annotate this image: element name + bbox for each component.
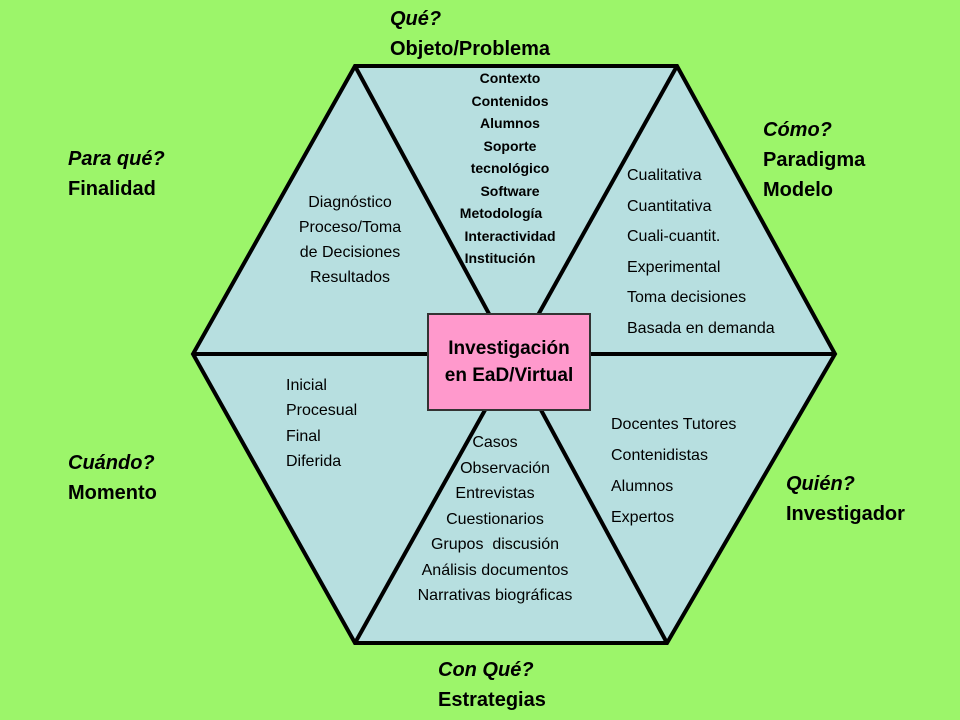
label-que: Qué? Objeto/Problema [390, 4, 550, 64]
segment-upper-right-item: Cualitativa [627, 167, 702, 184]
label-para-que-question: Para qué? [68, 148, 165, 170]
segment-lower-right-list: Docentes Tutores Contenidistas Alumnos E… [611, 409, 736, 533]
segment-upper-right-item: Experimental [627, 258, 721, 276]
label-para-que-answer: Finalidad [68, 178, 156, 200]
label-que-question: Qué? [390, 8, 442, 30]
segment-lower-right-item: Contenidistas [611, 447, 708, 464]
segment-top-item: Soporte [483, 137, 537, 154]
segment-lower-right-item: Expertos [611, 509, 675, 526]
label-como-answer-2: Modelo [763, 179, 833, 201]
segment-lower-left-list: Inicial Procesual Final Diferida [286, 373, 357, 474]
segment-upper-left-item: Resultados [309, 269, 391, 286]
segment-upper-left-item: de Decisiones [299, 244, 401, 261]
label-que-answer: Objeto/Problema [390, 38, 551, 60]
segment-top-item: Alumnos [480, 115, 540, 131]
label-para-que: Para qué? Finalidad [68, 144, 165, 204]
segment-top-item: Contexto [479, 70, 541, 86]
segment-upper-right-item: Basada en demanda [627, 319, 775, 337]
segment-top-item: Interactividad [464, 227, 556, 244]
segment-upper-left-item: Proceso/Toma [298, 219, 402, 236]
segment-upper-right-list: Cualitativa Cuantitativa Cuali-cuantit. … [627, 161, 775, 345]
segment-bottom-item: Entrevistas [455, 485, 535, 502]
segment-lower-left-item: Inicial [286, 377, 327, 394]
segment-bottom-item: Casos [472, 434, 518, 451]
segment-top-list: Contexto Contenidos Alumnos Soporte tecn… [440, 67, 580, 270]
segment-bottom-item: Análisis documentos [421, 561, 569, 579]
segment-upper-right-item: Cuantitativa [627, 197, 712, 215]
segment-bottom-item: Observación [460, 459, 550, 477]
segment-lower-right-item: Alumnos [611, 478, 674, 495]
label-cuando-question: Cuándo? [68, 452, 155, 474]
label-quien-question: Quién? [786, 473, 855, 495]
center-box: Investigación en EaD/Virtual [427, 313, 591, 411]
segment-upper-left-item: Diagnóstico [308, 194, 392, 211]
label-como-question: Cómo? [763, 119, 832, 141]
segment-lower-right-item: Docentes Tutores [611, 416, 737, 433]
segment-bottom-item: Narrativas biográficas [417, 587, 573, 604]
segment-top-item: Contenidos [471, 92, 549, 109]
segment-upper-right-item: Cuali-cuantit. [627, 228, 721, 246]
segment-top-item: Metodología [459, 205, 543, 221]
label-como: Cómo? Paradigma Modelo [763, 115, 865, 205]
center-title-line-1: Investigación [448, 338, 570, 359]
segment-top-item: tecnológico [470, 160, 550, 176]
label-con-que-question: Con Qué? [438, 659, 534, 681]
label-quien-answer: Investigador [786, 503, 905, 525]
label-cuando: Cuándo? Momento [68, 448, 157, 508]
segment-top-item: Institución [464, 250, 536, 266]
label-quien: Quién? Investigador [786, 469, 905, 529]
label-como-answer-1: Paradigma [763, 149, 866, 171]
center-title-line-2: en EaD/Virtual [444, 365, 574, 386]
label-con-que: Con Qué? Estrategias [438, 655, 546, 715]
segment-bottom-list: Casos Observación Entrevistas Cuestionar… [380, 430, 610, 609]
segment-lower-left-item: Final [286, 427, 321, 445]
segment-upper-right-item: Toma decisiones [627, 289, 747, 307]
label-con-que-answer: Estrategias [438, 689, 546, 711]
label-cuando-answer: Momento [68, 482, 157, 504]
segment-lower-left-item: Procesual [286, 402, 358, 420]
segment-lower-left-item: Diferida [286, 452, 342, 470]
segment-bottom-item: Grupos discusión [430, 536, 560, 553]
segment-upper-left-list: Diagnóstico Proceso/Toma de Decisiones R… [280, 190, 420, 290]
segment-top-item: Software [480, 182, 540, 199]
segment-bottom-item: Cuestionarios [446, 510, 544, 528]
